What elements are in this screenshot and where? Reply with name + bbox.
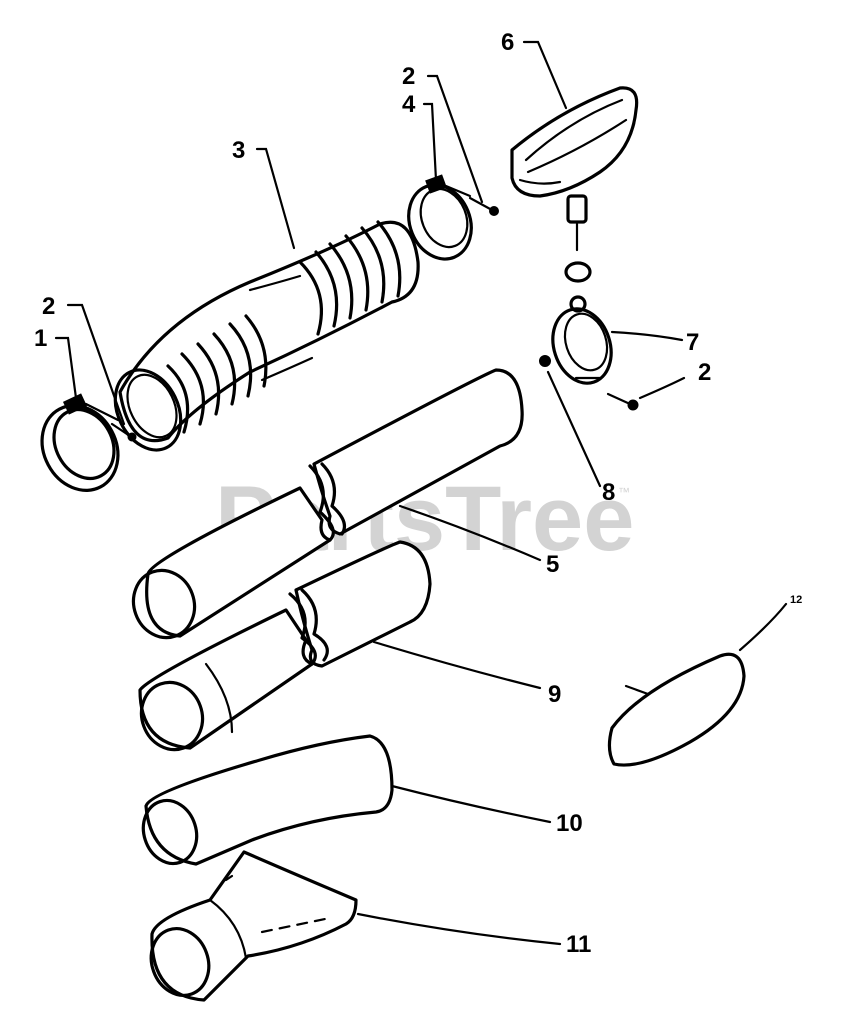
callout-labels: 1 2 3 2 4 6 7 2 8 5 9 10 11 12 (34, 29, 802, 958)
part-3-flex-hose (113, 220, 420, 452)
leader-lines (54, 40, 788, 946)
callout-1: 1 (34, 325, 47, 352)
callout-5: 5 (546, 551, 559, 578)
callout-2-left: 2 (42, 293, 55, 320)
callout-4: 4 (402, 91, 416, 118)
part-11-flared-nozzle (149, 850, 358, 1002)
callout-9: 9 (548, 681, 561, 708)
part-2-screw-upper (468, 196, 499, 216)
part-7-handle-clamp (551, 295, 613, 385)
callout-2-upper: 2 (402, 63, 415, 90)
part-12-oval-cover (607, 652, 746, 767)
callout-2-right: 2 (698, 359, 711, 386)
callout-3: 3 (232, 137, 245, 164)
part-2-screw-right (606, 392, 639, 411)
part-6-handle (510, 86, 639, 283)
callout-11: 11 (566, 931, 591, 958)
callout-7: 7 (686, 329, 699, 356)
callout-6: 6 (501, 29, 514, 56)
watermark-trademark: ™ (618, 485, 630, 499)
callout-8: 8 (602, 479, 615, 506)
part-10-curved-nozzle (141, 734, 394, 866)
callout-10: 10 (556, 810, 583, 837)
part-4-hose-clamp (407, 174, 473, 261)
part-8-nut (539, 355, 551, 367)
part-5-long-pipe (131, 368, 524, 640)
part-9-short-pipe (138, 540, 432, 752)
part-1-hose-clamp (40, 393, 120, 492)
callout-12: 12 (790, 594, 802, 606)
